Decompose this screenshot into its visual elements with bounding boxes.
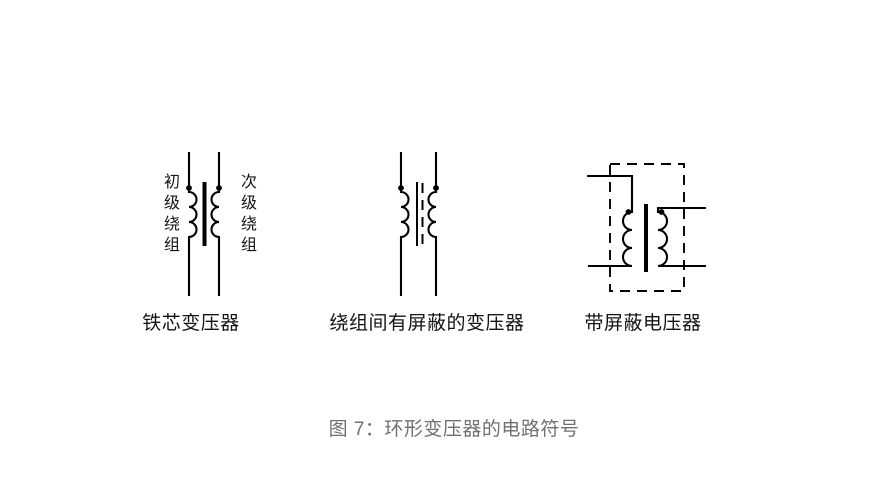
- primary-winding-coil: [187, 152, 198, 296]
- polarity-dot: [433, 185, 439, 191]
- primary-winding-coil: [399, 152, 410, 296]
- primary-winding-label: 初级绕组: [161, 173, 178, 257]
- secondary-winding-with-leads: [656, 206, 706, 268]
- polarity-dot: [398, 185, 404, 191]
- secondary-winding-label: 次级绕组: [238, 173, 255, 257]
- primary-winding-with-leads: [587, 174, 634, 268]
- iron-core-bar: [202, 182, 207, 246]
- shield-box: [609, 163, 685, 292]
- secondary-winding-coil: [210, 152, 221, 296]
- caption-iron-core-transformer: 铁芯变压器: [142, 313, 240, 334]
- core-bar: [644, 204, 648, 272]
- polarity-dot: [625, 209, 632, 215]
- figure-caption: 图 7：环形变压器的电路符号: [328, 419, 580, 440]
- caption-shield-between-windings: 绕组间有屏蔽的变压器: [329, 313, 525, 334]
- symbol-shielded-transformer: [587, 163, 706, 292]
- polarity-dot: [216, 185, 222, 191]
- secondary-winding-coil: [427, 152, 438, 296]
- symbol-iron-core-transformer: [186, 152, 222, 296]
- polarity-dot: [186, 185, 192, 191]
- symbol-shield-between-windings: [398, 152, 439, 296]
- polarity-dot: [658, 209, 665, 215]
- caption-shielded-transformer: 带屏蔽电压器: [584, 313, 702, 334]
